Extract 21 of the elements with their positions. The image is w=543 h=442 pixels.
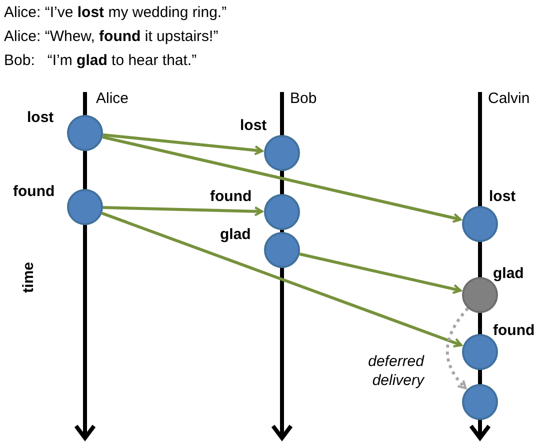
event-label: glad xyxy=(493,265,524,283)
arrow xyxy=(102,206,264,216)
event-label: found xyxy=(210,188,252,206)
event-label: found xyxy=(493,322,535,340)
quote-line: Alice: “Whew, found it upstairs!” xyxy=(4,28,218,46)
arrow xyxy=(446,307,470,390)
event-label: found xyxy=(13,183,55,201)
event-label: lost xyxy=(489,188,516,206)
quote-line: Bob: “I’m glad to hear that.” xyxy=(4,52,197,70)
arrow xyxy=(101,212,462,348)
process-name: Calvin xyxy=(488,90,530,108)
arrow xyxy=(102,136,462,223)
process-name: Bob xyxy=(290,90,317,108)
event-label: lost xyxy=(240,117,267,135)
quote-line: Alice: “I’ve lost my wedding ring.” xyxy=(4,4,227,22)
arrow xyxy=(102,133,264,156)
axis-label: time xyxy=(20,262,38,293)
process-name: Alice xyxy=(96,90,129,108)
arrow xyxy=(299,252,462,294)
event-label: lost xyxy=(27,109,54,127)
event-label: glad xyxy=(220,226,251,244)
